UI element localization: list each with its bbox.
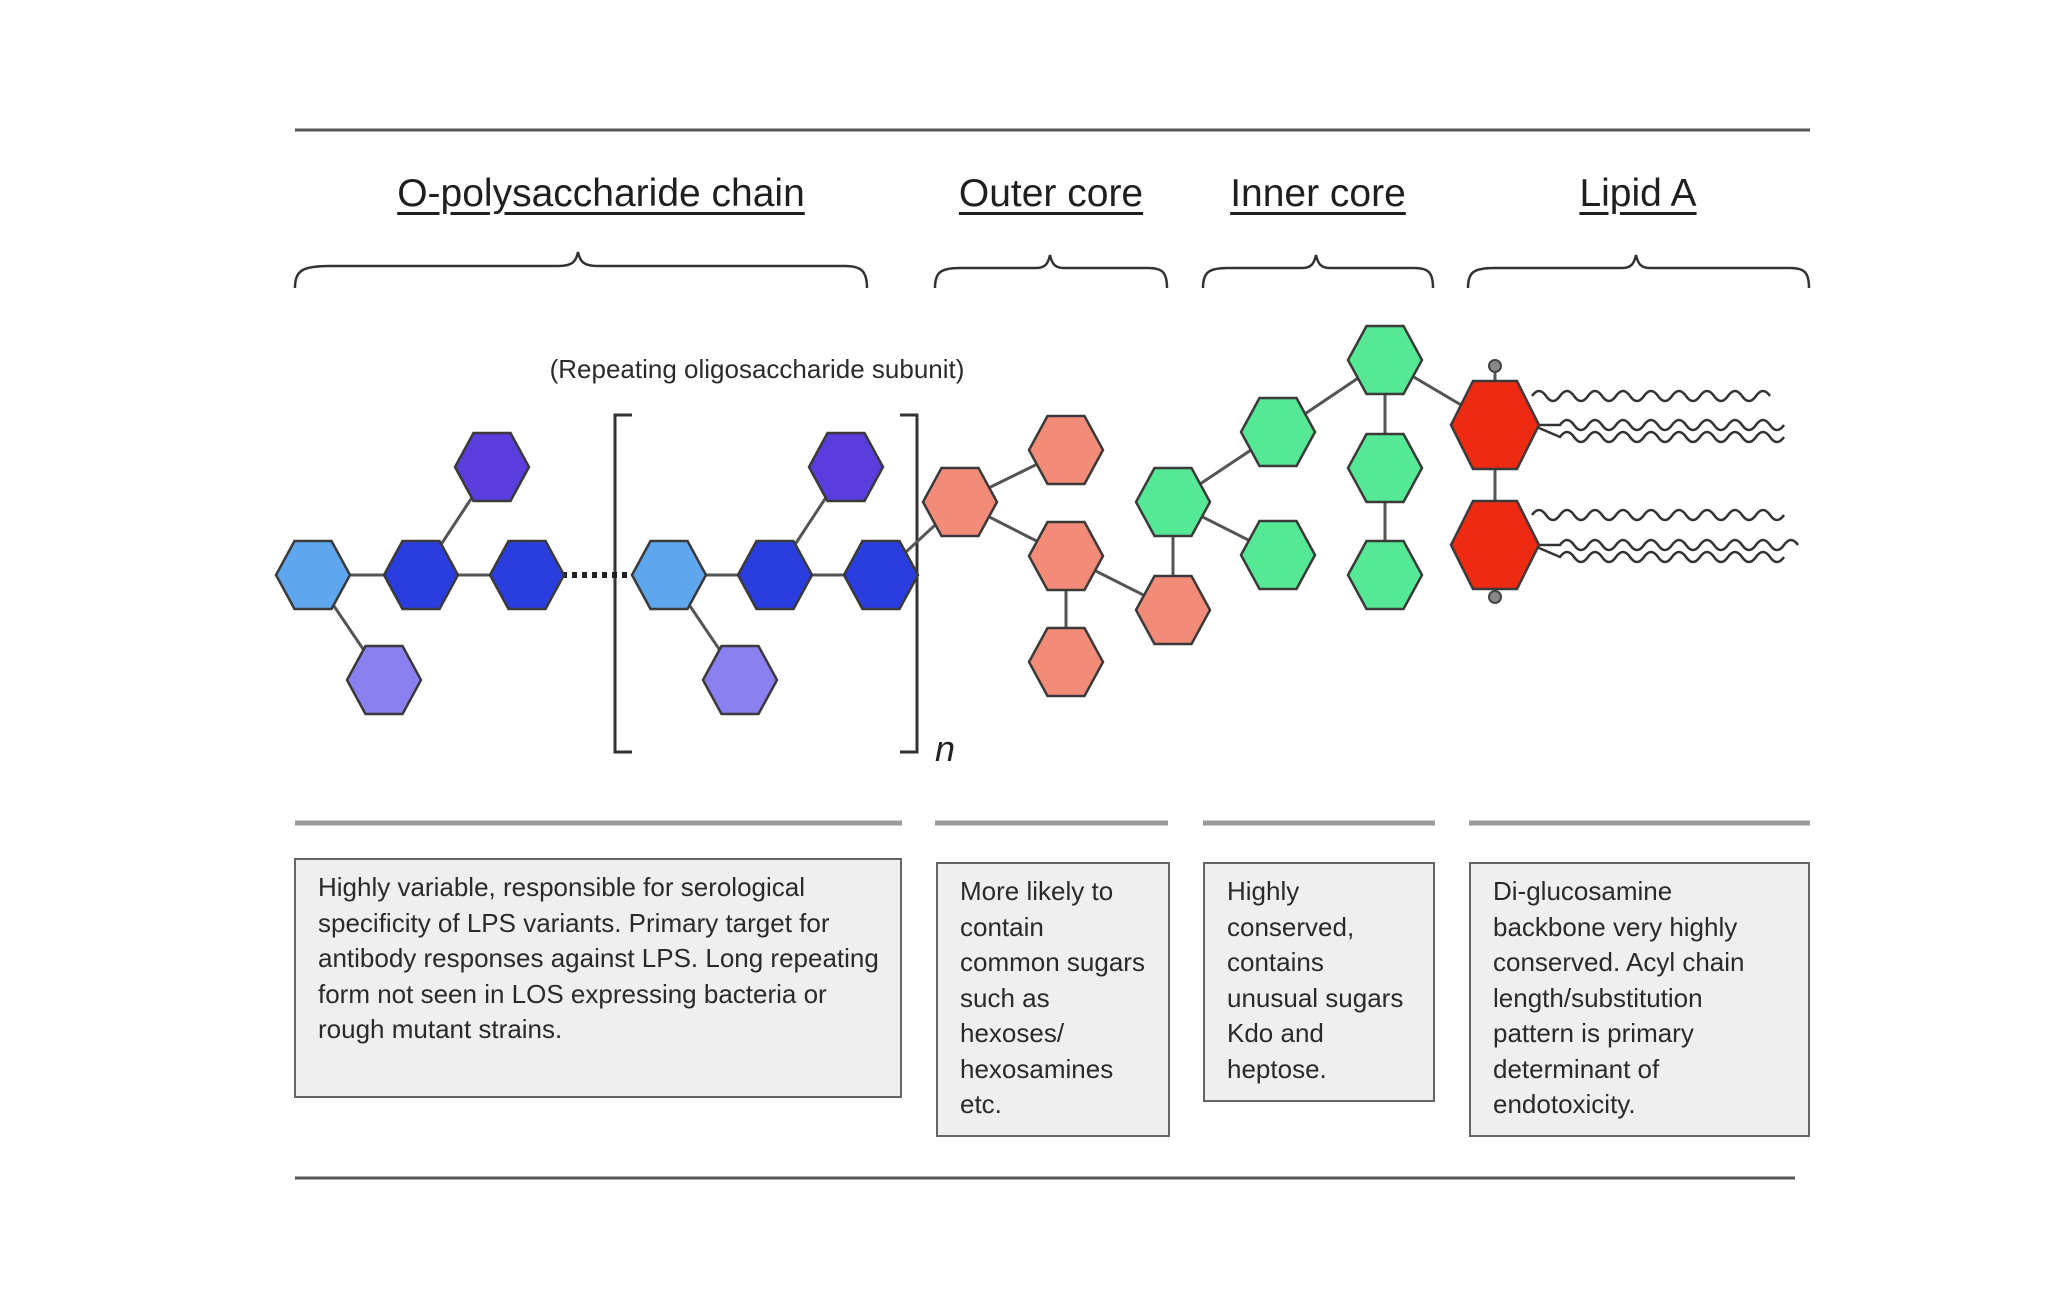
hex-sugar-o5 — [345, 644, 423, 716]
hex-outer-4 — [1027, 626, 1105, 698]
description-lipid-text: Di-glucosamine backbone very highly cons… — [1493, 876, 1745, 1119]
brace-inner — [1201, 254, 1435, 289]
hex-inner-6 — [1346, 539, 1424, 611]
hex-sugar-o4 — [453, 431, 531, 503]
hex-sugar-o2 — [382, 539, 460, 611]
header-o-polysaccharide: O-polysaccharide chain — [397, 172, 805, 215]
description-outer-core: More likely to contain common sugars suc… — [936, 862, 1170, 1137]
acyl-chains — [1530, 389, 1800, 564]
hex-inner-5 — [1346, 432, 1424, 504]
left-bracket — [613, 413, 632, 754]
description-outer-text: More likely to contain common sugars suc… — [960, 876, 1145, 1119]
header-outer-core: Outer core — [958, 172, 1144, 215]
hex-sugar-o1 — [274, 539, 352, 611]
repeating-subunit-label: (Repeating oligosaccharide subunit) — [549, 354, 965, 384]
hex-outer-2 — [1027, 414, 1105, 486]
hex-inner-1 — [1134, 466, 1212, 538]
hex-inner-4 — [1346, 324, 1424, 396]
description-lipid-a: Di-glucosamine backbone very highly cons… — [1469, 862, 1810, 1137]
repeat-brackets — [613, 413, 919, 754]
brace-outer — [933, 254, 1169, 289]
hex-sugar-r5 — [701, 644, 779, 716]
hex-outer-3 — [1027, 520, 1105, 592]
sugar-units — [274, 324, 1541, 716]
description-o-poly-text: Highly variable, responsible for serolog… — [318, 872, 879, 1044]
bonds — [311, 358, 1497, 681]
repeat-count-n: n — [935, 728, 956, 769]
hex-outer-5 — [1134, 574, 1212, 646]
description-inner-text: Highly conserved, contains unusual sugar… — [1227, 876, 1404, 1084]
hex-inner-2 — [1239, 396, 1317, 468]
hex-outer-1 — [921, 466, 999, 538]
hex-sugar-r1 — [630, 539, 708, 611]
hex-sugar-r2 — [736, 539, 814, 611]
phosphate-top — [1488, 359, 1502, 373]
braces — [293, 251, 1811, 289]
phosphate-bottom — [1488, 590, 1502, 604]
brace-lipid — [1466, 254, 1811, 289]
header-lipid-a: Lipid A — [1579, 172, 1697, 215]
hex-sugar-r4 — [807, 431, 885, 503]
hex-inner-3 — [1239, 519, 1317, 591]
description-inner-core: Highly conserved, contains unusual sugar… — [1203, 862, 1435, 1102]
header-inner-core: Inner core — [1230, 172, 1406, 215]
right-bracket — [900, 413, 919, 754]
hex-sugar-o3 — [488, 539, 566, 611]
hex-sugar-r3 — [842, 539, 920, 611]
description-o-polysaccharide: Highly variable, responsible for serolog… — [294, 858, 902, 1098]
hex-lipid-2 — [1449, 499, 1541, 591]
brace-o-poly — [293, 251, 869, 289]
hex-lipid-1 — [1449, 379, 1541, 471]
